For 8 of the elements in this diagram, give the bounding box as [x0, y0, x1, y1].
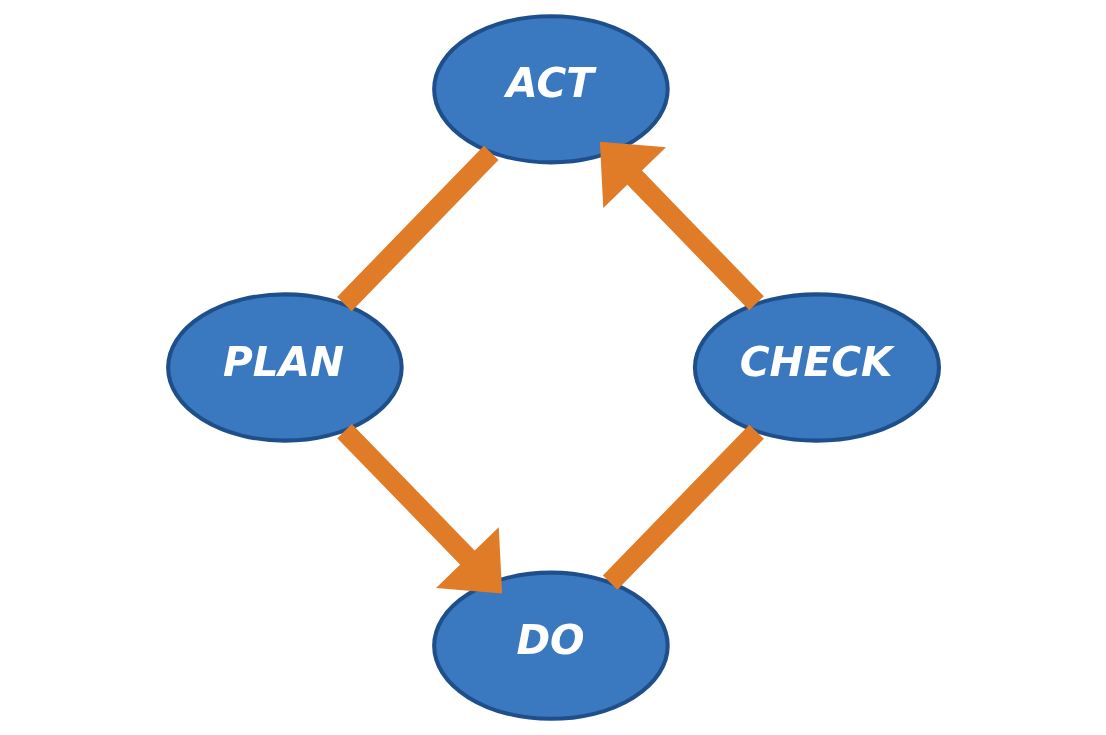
- arrow: [336, 424, 502, 594]
- connector: [602, 424, 764, 590]
- node-ellipse: ACT: [431, 14, 670, 165]
- node-ellipse: PLAN: [165, 292, 404, 443]
- connector: [336, 145, 498, 312]
- arrow: [599, 141, 764, 311]
- node-ellipse: DO: [431, 570, 670, 721]
- node-ellipse: CHECK: [692, 292, 941, 443]
